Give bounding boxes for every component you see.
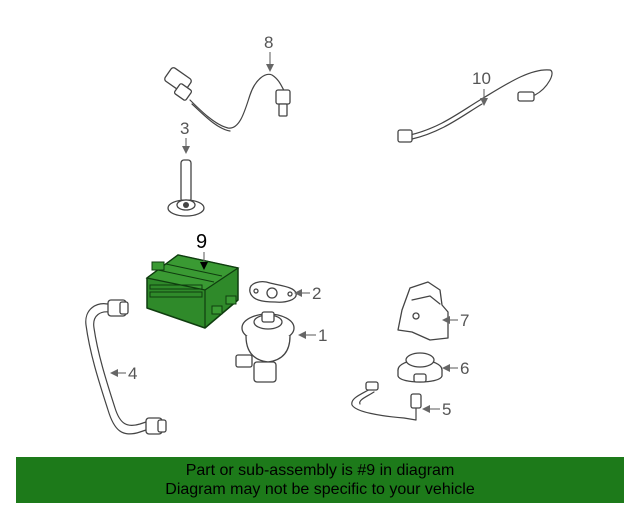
part-1-purge-valve[interactable] <box>235 311 295 383</box>
callout-6: 6 <box>460 359 469 378</box>
footer-line-2: Diagram may not be specific to your vehi… <box>165 481 475 498</box>
part-5-tube[interactable] <box>351 381 422 421</box>
part-4-vapor-hose[interactable] <box>85 299 167 435</box>
part-6-damper[interactable] <box>397 352 443 383</box>
callout-5: 5 <box>442 400 451 419</box>
callout-10: 10 <box>472 69 491 88</box>
part-8-oxygen-sensor[interactable] <box>164 67 291 132</box>
part-2-gasket[interactable] <box>249 281 297 303</box>
callout-3: 3 <box>180 119 189 138</box>
part-10-sensor-cable[interactable] <box>397 69 553 143</box>
parts-diagram: 8 3 10 9 <box>85 33 553 435</box>
footer-line-1: Part or sub-assembly is #9 in diagram <box>185 462 455 479</box>
part-9-vapor-canister[interactable] <box>145 254 240 329</box>
callout-1: 1 <box>318 326 327 345</box>
callout-8: 8 <box>264 33 273 52</box>
part-3-vent-valve[interactable] <box>167 159 205 217</box>
callout-4: 4 <box>128 364 137 383</box>
callout-2: 2 <box>312 284 321 303</box>
footer-banner: Part or sub-assembly is #9 in diagram Di… <box>16 457 624 503</box>
part-7-bracket[interactable] <box>397 281 449 341</box>
callout-7: 7 <box>460 311 469 330</box>
callout-9: 9 <box>196 231 207 253</box>
